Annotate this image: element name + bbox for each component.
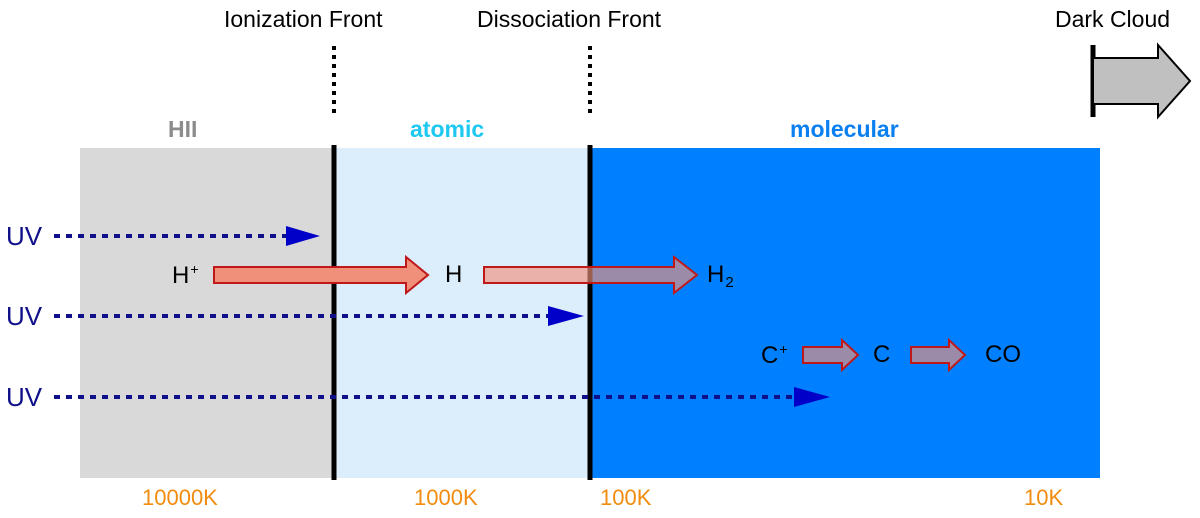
- atomic-region: [334, 148, 590, 478]
- reaction-arrow-hplus-to-h: [213, 254, 430, 296]
- uv-arrow-3-head: [794, 387, 830, 407]
- hii-region: [80, 148, 334, 478]
- temperature-10000k: 10000K: [142, 485, 218, 510]
- uv-arrow-2-head: [548, 306, 584, 326]
- uv-label-2: UV: [6, 301, 43, 331]
- temperature-100k: 100K: [600, 485, 652, 510]
- species-c-plus: C+: [761, 341, 788, 369]
- dark-cloud-label: Dark Cloud: [1055, 6, 1171, 32]
- region-label-atomic: atomic: [410, 116, 485, 142]
- dark-cloud-arrow: [1092, 42, 1192, 120]
- reaction-arrow-cplus-to-c: [802, 337, 860, 373]
- region-label-molecular: molecular: [790, 116, 899, 142]
- species-co: CO: [985, 341, 1021, 368]
- dissociation-front-label: Dissociation Front: [477, 6, 662, 32]
- molecular-region: [590, 148, 1100, 478]
- species-h: H: [445, 261, 463, 288]
- temperature-10k: 10K: [1024, 485, 1064, 510]
- species-h-plus: H+: [172, 261, 199, 289]
- reaction-arrow-c-to-co: [910, 337, 967, 373]
- region-label-hii: HII: [168, 116, 198, 142]
- species-c: C: [873, 341, 891, 368]
- uv-label-3: UV: [6, 382, 43, 412]
- species-h2: H2: [707, 261, 734, 291]
- reaction-arrow-h-to-h2: [483, 254, 699, 296]
- temperature-1000k: 1000K: [414, 485, 478, 510]
- uv-arrow-1-head: [286, 226, 320, 246]
- ionization-front-label: Ionization Front: [224, 6, 383, 32]
- uv-label-1: UV: [6, 221, 43, 251]
